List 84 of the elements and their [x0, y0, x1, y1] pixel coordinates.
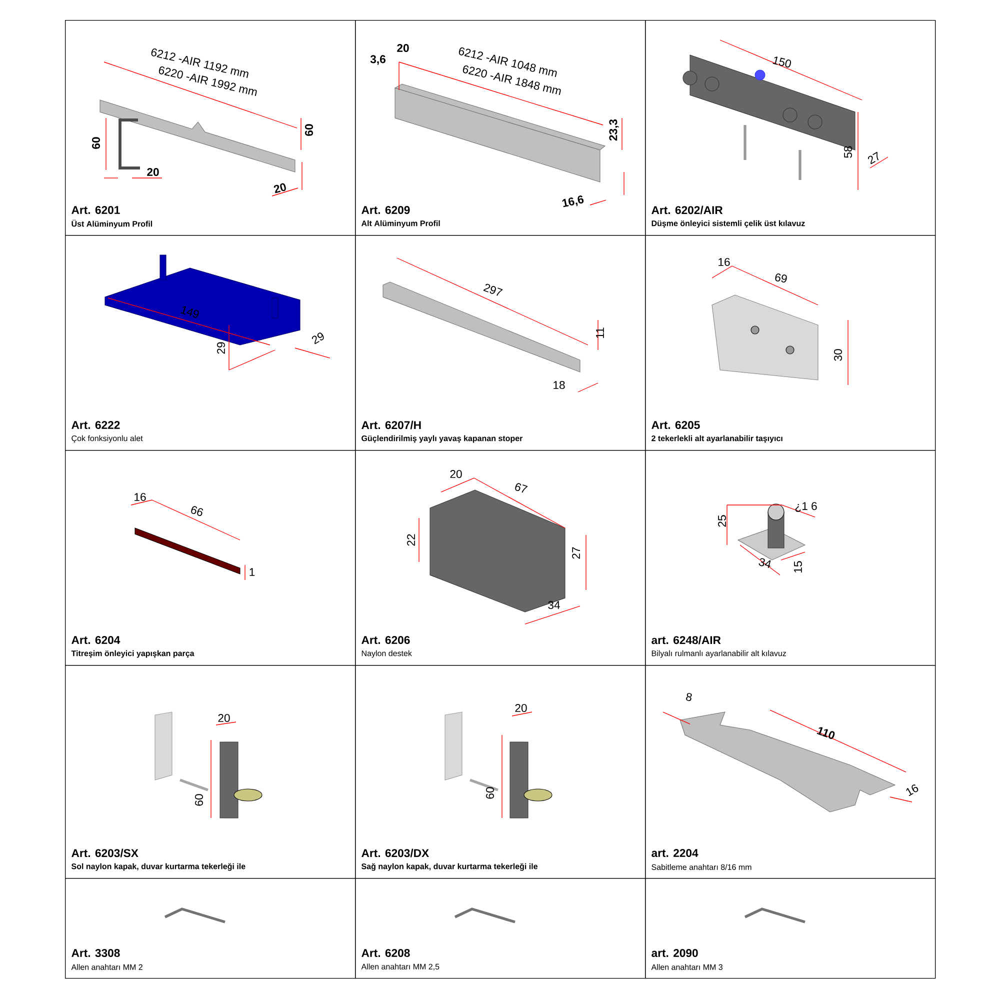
dimension-label: 60 — [195, 794, 203, 806]
product-cell — [65, 878, 356, 979]
dimension-label: 60 — [305, 124, 313, 136]
product-cell — [355, 450, 646, 666]
dimension-label: 20 — [147, 168, 159, 176]
product-description: Sağ naylon kapak, duvar kurtarma tekerleği ile — [362, 863, 538, 871]
product-cell — [645, 450, 936, 666]
dimension-label: 67 — [515, 483, 528, 493]
article-number: Art. 6209 — [362, 206, 410, 214]
product-cell — [355, 235, 646, 451]
dimension-label: 16 — [718, 258, 730, 266]
article-number: Art. 6202/AIR — [652, 206, 723, 214]
product-description: Alt Alüminyum Profil — [361, 220, 440, 228]
dimension-label: 30 — [834, 349, 842, 361]
dimension-label: 69 — [775, 274, 787, 282]
product-cell — [65, 450, 356, 666]
product-cell — [65, 20, 356, 236]
dimension-label: 20 — [450, 470, 462, 478]
article-number: art. 6248/AIR — [652, 636, 721, 644]
dimension-label: 110 — [816, 727, 835, 739]
article-number: Art. 6201 — [72, 206, 120, 214]
dimension-label: 27 — [572, 547, 580, 559]
product-description: Düşme önleyici sistemli çelik üst kılavuz — [652, 220, 805, 228]
article-number: Art. 6222 — [72, 421, 120, 429]
dimension-label: 16,6 — [562, 196, 584, 208]
article-number: Art. 6204 — [72, 636, 120, 644]
dimension-label: 1 — [250, 568, 255, 576]
product-description: Allen anahtarı MM 2 — [71, 964, 142, 970]
product-cell — [645, 878, 936, 979]
dimension-label: 150 — [772, 56, 791, 68]
product-description: Titreşim önleyici yapışkan parça — [71, 650, 194, 658]
dimension-label: 16 — [906, 784, 918, 796]
product-cell — [355, 878, 646, 979]
dimension-label: 60 — [92, 137, 100, 149]
dimension-label: 149 — [180, 306, 199, 318]
article-number: Art. 6207/H — [362, 420, 421, 430]
article-number: art. 2204 — [652, 849, 698, 858]
dimension-label: 11 — [596, 328, 604, 338]
product-description: 2 tekerlekli alt ayarlanabilir taşıyıcı — [652, 435, 782, 443]
product-description: Naylon destek — [362, 650, 412, 658]
dimension-label: 20 — [397, 44, 409, 52]
dimension-label: 8 — [686, 693, 692, 702]
product-cell — [645, 20, 936, 236]
article-number: art. 2090 — [652, 949, 698, 958]
dimension-label: 3,6 — [370, 55, 386, 65]
dimension-label: 60 — [486, 787, 494, 799]
dimension-label: 34 — [758, 558, 771, 568]
dimension-label: 29 — [312, 332, 324, 344]
dimension-label: 27 — [868, 152, 879, 164]
dimension-label: 25 — [718, 515, 726, 527]
dimension-label: 16 — [134, 493, 146, 502]
article-number: Art. 6205 — [652, 421, 700, 429]
dimension-label: 58 — [844, 146, 852, 158]
article-number: Art. 3308 — [72, 949, 120, 958]
dimension-label: 23,3 — [609, 119, 619, 141]
product-cell — [645, 665, 936, 879]
product-cell — [355, 665, 646, 879]
product-description: Güçlendirilmiş yaylı yavaş kapanan stoper — [362, 435, 523, 443]
dimension-label: 297 — [483, 284, 503, 296]
article-number: Art. 6208 — [362, 949, 410, 958]
product-description: Bilyalı rulmanlı ayarlanabilir alt kılavuz — [652, 650, 786, 658]
product-description: Allen anahtarı MM 3 — [651, 964, 722, 970]
article-number: Art. 6206 — [362, 636, 410, 644]
product-description: Sabitleme anahtarı 8/16 mm — [652, 864, 752, 870]
dimension-label: 15 — [794, 561, 802, 572]
dimension-label: ¿1 6 — [795, 502, 817, 512]
dimension-label: 34 — [548, 601, 560, 610]
dimension-label: 20 — [515, 704, 527, 712]
product-description: Allen anahtarı MM 2,5 — [361, 964, 440, 970]
dimension-label: 66 — [191, 506, 204, 516]
product-cell — [65, 235, 356, 451]
dimension-label: 22 — [407, 534, 415, 546]
product-description: Üst Alüminyum Profil — [72, 220, 152, 228]
article-number: Art. 6203/DX — [362, 848, 429, 858]
product-description: Çok fonksiyonlu alet — [72, 435, 143, 443]
dimension-label: 18 — [554, 381, 565, 389]
product-cell — [65, 665, 356, 879]
article-number: Art. 6203/SX — [72, 848, 138, 858]
dimension-label: 20 — [218, 714, 230, 722]
dimension-label: 20 — [274, 183, 286, 194]
product-cell — [645, 235, 936, 451]
product-description: Sol naylon kapak, duvar kurtarma tekerleği ile — [72, 863, 246, 871]
product-cell — [355, 20, 646, 236]
dimension-label: 29 — [217, 342, 225, 354]
